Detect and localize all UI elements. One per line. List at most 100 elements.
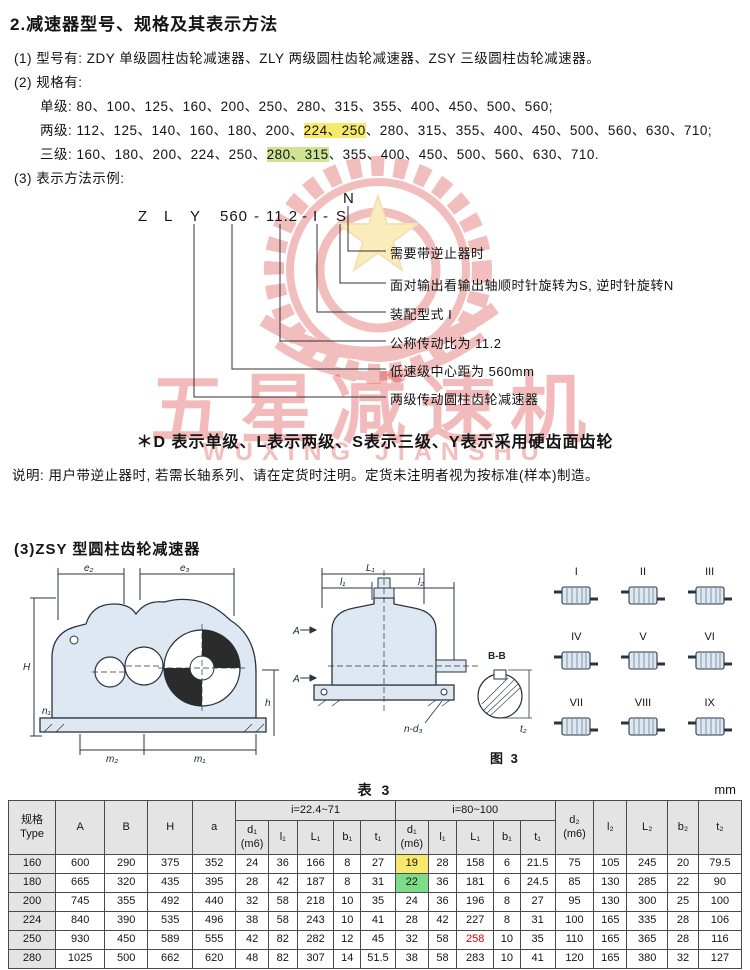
- assembly-numeral: VIII: [634, 696, 652, 709]
- value-cell: 105: [593, 854, 628, 874]
- value-cell: 58: [427, 949, 458, 969]
- value-cell: 435: [147, 873, 194, 893]
- value-cell: 492: [147, 892, 194, 912]
- detail-label-bb: B-B: [488, 651, 506, 662]
- value-cell: 28: [667, 911, 699, 931]
- value-cell: 245: [626, 854, 669, 874]
- spec-cell: 224: [7, 911, 57, 931]
- assembly-cell: VI: [676, 629, 743, 694]
- value-cell: 38: [235, 911, 269, 931]
- col-header-t1: t₁: [519, 820, 556, 855]
- spec-triple-pre: 三级: 160、180、200、224、250、: [40, 147, 267, 162]
- value-cell: 90: [697, 873, 743, 893]
- value-cell: 290: [104, 854, 149, 874]
- assembly-numeral: II: [639, 566, 647, 578]
- dim-label-m1: m₁: [194, 754, 205, 765]
- value-cell: 58: [267, 892, 298, 912]
- col-group-ratio-low: i=22.4~71: [235, 800, 396, 821]
- assembly-numeral: V: [639, 631, 647, 644]
- value-cell: 390: [104, 911, 149, 931]
- value-cell: 36: [267, 854, 298, 874]
- value-cell: 36: [427, 873, 458, 893]
- col-header-b2: b₂: [667, 800, 699, 855]
- value-cell: 500: [104, 949, 149, 969]
- value-cell: 218: [296, 892, 335, 912]
- value-cell: 8: [493, 911, 521, 931]
- assembly-cell: VIII: [610, 695, 677, 760]
- value-cell: 258: [456, 930, 495, 950]
- value-cell: 335: [626, 911, 669, 931]
- value-cell: 32: [394, 930, 429, 950]
- col-group-ratio-high: i=80~100: [394, 800, 556, 821]
- figure-front-view: e₂ e₃ H h n₁ m₂ m₁: [23, 563, 279, 765]
- dim-label-H: H: [23, 662, 31, 673]
- value-cell: 10: [493, 949, 521, 969]
- value-cell: 450: [104, 930, 149, 950]
- code-part-ratio: 11.2: [266, 208, 299, 225]
- value-cell: 45: [360, 930, 396, 950]
- col-header-b1: b₁: [493, 820, 521, 855]
- col-header-A: A: [55, 800, 106, 855]
- spec-double-post: 、280、315、355、400、450、500、560、630、710;: [365, 123, 713, 138]
- value-cell: 6: [493, 873, 521, 893]
- value-cell: 24.5: [519, 873, 556, 893]
- assembly-numeral: IV: [571, 631, 582, 644]
- value-cell: 1025: [55, 949, 106, 969]
- assembly-cell: II: [610, 564, 677, 629]
- value-cell: 285: [626, 873, 669, 893]
- spec-cell: 160: [7, 854, 57, 874]
- value-cell: 166: [296, 854, 335, 874]
- assembly-cell: V: [610, 629, 677, 694]
- star-note: ＊D 表示单级、L表示两级、S表示三级、Y表示采用硬齿面齿轮: [136, 434, 614, 451]
- value-cell: 320: [104, 873, 149, 893]
- dim-label-e3: e₃: [180, 563, 190, 574]
- value-cell: 28: [667, 930, 699, 950]
- value-cell: 100: [697, 892, 743, 912]
- value-cell: 32: [235, 892, 269, 912]
- value-cell: 58: [427, 930, 458, 950]
- assembly-icon: [686, 585, 734, 606]
- value-cell: 31: [519, 911, 556, 931]
- section-mark-A-bottom: A: [292, 674, 300, 685]
- assembly-numeral: III: [705, 566, 715, 578]
- code-part-y: Y: [190, 208, 202, 225]
- value-cell: 42: [427, 911, 458, 931]
- value-cell: 82: [267, 949, 298, 969]
- value-cell: 82: [267, 930, 298, 950]
- value-cell: 282: [296, 930, 335, 950]
- expl-center-distance: 低速级中心距为 560mm: [390, 364, 535, 379]
- col-header-t2: t₂: [697, 800, 743, 855]
- value-cell: 32: [667, 949, 699, 969]
- section-zsy-title: (3)ZSY 型圆柱齿轮减速器: [14, 541, 201, 558]
- value-cell: 535: [147, 911, 194, 931]
- value-cell: 19: [394, 854, 429, 874]
- value-cell: 27: [360, 854, 396, 874]
- spec-triple-highlight: 280、315: [266, 147, 329, 162]
- code-part-n-option: N: [343, 190, 355, 207]
- table-unit: mm: [714, 782, 736, 797]
- value-cell: 440: [192, 892, 237, 912]
- code-part-z: Z: [138, 208, 149, 225]
- bolt-holes-note: n-d₃: [404, 724, 422, 735]
- value-cell: 21.5: [519, 854, 556, 874]
- spec-triple-line: 三级: 160、180、200、224、250、280、315、355、400、…: [40, 143, 599, 163]
- para-model-types: (1) 型号有: ZDY 单级圆柱齿轮减速器、ZLY 两级圆柱齿轮减速器、ZSY…: [14, 51, 601, 66]
- value-cell: 181: [456, 873, 495, 893]
- value-cell: 130: [593, 892, 628, 912]
- designation-diagram: Z L Y 560 - 11.2 - I - S N 需要带逆止器时 面对输出看…: [0, 190, 750, 410]
- value-cell: 35: [519, 930, 556, 950]
- value-cell: 120: [554, 949, 595, 969]
- value-cell: 187: [296, 873, 335, 893]
- value-cell: 662: [147, 949, 194, 969]
- value-cell: 8: [333, 854, 362, 874]
- assembly-icon: [619, 716, 667, 737]
- col-header-d1: d₁(m6): [394, 820, 429, 855]
- code-part-l: L: [164, 208, 174, 225]
- value-cell: 31: [360, 873, 396, 893]
- assembly-cell: IV: [543, 629, 610, 694]
- value-cell: 28: [235, 873, 269, 893]
- assembly-cell: IX: [676, 695, 743, 760]
- col-header-L2: L₂: [626, 800, 669, 855]
